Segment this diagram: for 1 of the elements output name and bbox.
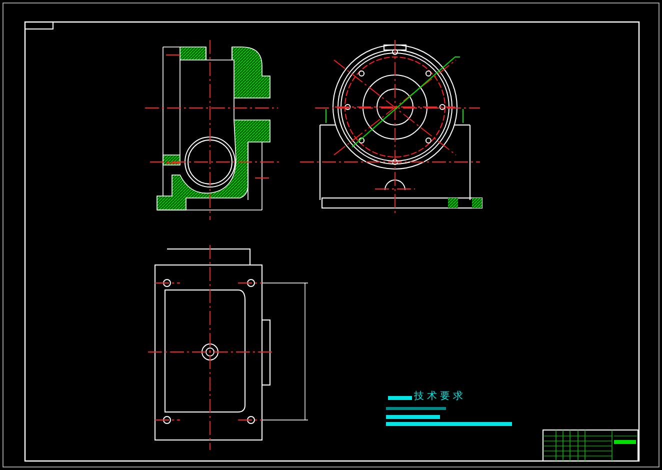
heading-text: 技术要求 <box>414 392 466 402</box>
